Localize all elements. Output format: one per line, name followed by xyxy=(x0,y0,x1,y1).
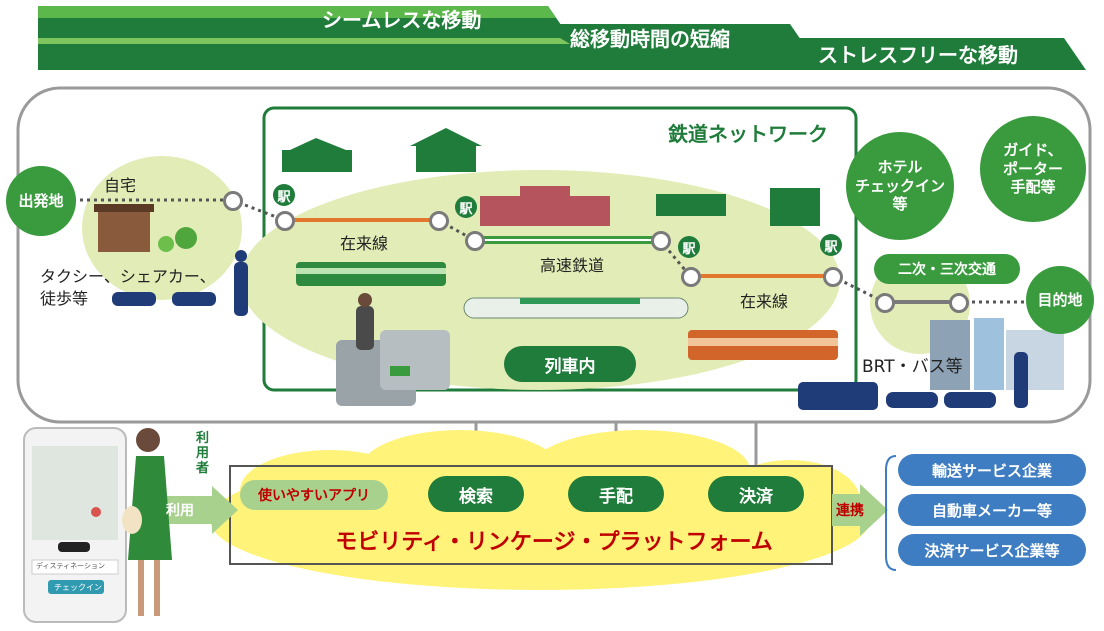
banner-band-1-light xyxy=(38,6,556,18)
station-tag-3: 駅 xyxy=(678,236,700,258)
passenger-icon xyxy=(356,293,374,350)
user-dress xyxy=(128,456,172,560)
station-node-6 xyxy=(823,267,843,287)
house-roof xyxy=(94,204,154,212)
car-icon-2 xyxy=(886,392,938,408)
station-tag-1: 駅 xyxy=(273,184,295,206)
link-arrow xyxy=(832,484,888,536)
station-tag-2: 駅 xyxy=(455,196,477,218)
walker-head xyxy=(235,250,247,262)
origin-modes-label: タクシー、シェアカー、 徒歩等 xyxy=(40,267,216,308)
bus-icon xyxy=(798,382,878,410)
secondary-node-2 xyxy=(949,293,969,313)
phone-field-text: ディスティネーション xyxy=(36,562,105,570)
station-node-3 xyxy=(465,231,485,251)
tree-2 xyxy=(175,227,197,249)
user-label: 利 用 者 xyxy=(196,431,210,476)
banner xyxy=(38,6,1086,70)
building-1 xyxy=(930,320,970,390)
gate-2 xyxy=(380,330,450,390)
tree-1 xyxy=(158,236,174,252)
origin-area xyxy=(82,156,242,300)
easy-app-pill: 使いやすいアプリ xyxy=(240,480,388,510)
partner-payment: 決済サービス企業等 xyxy=(898,534,1086,566)
platform-name: モビリティ・リンケージ・プラットフォーム xyxy=(335,530,773,555)
hotel-checkin-bubble: ホテル チェックイン 等 xyxy=(846,132,954,240)
house-icon xyxy=(94,204,197,252)
conventional-line-label-2: 在来線 xyxy=(740,292,789,311)
user-head xyxy=(136,428,160,452)
shinkansen-stripe xyxy=(520,298,640,304)
arrange-pill: 手配 xyxy=(568,476,664,512)
station-building-1 xyxy=(282,150,352,172)
in-train-pill: 列車内 xyxy=(504,346,636,382)
walker-icon-2 xyxy=(1014,352,1028,408)
phone-button-text: チェックイン xyxy=(54,583,102,592)
passenger-head xyxy=(358,293,372,307)
user-leg-2 xyxy=(154,560,160,616)
partner-transport: 輸送サービス企業 xyxy=(898,454,1086,486)
banner-text-seamless: シームレスな移動 xyxy=(322,7,482,32)
rail-network-title: 鉄道ネットワーク xyxy=(668,122,828,146)
building-2 xyxy=(974,318,1004,390)
gate-light xyxy=(390,366,410,376)
station-node-4 xyxy=(651,231,671,251)
tokyo-station-dome xyxy=(520,186,570,198)
tokyo-station-building xyxy=(480,196,610,226)
secondary-transport-pill: 二次・三次交通 xyxy=(874,254,1020,284)
user-bag xyxy=(122,506,142,534)
car-icon xyxy=(172,292,216,306)
home-node xyxy=(223,191,243,211)
destination-city-icons xyxy=(798,318,1064,410)
train-icons xyxy=(296,262,838,360)
phone-car-icon xyxy=(58,542,90,552)
walker-icon xyxy=(234,262,248,316)
station-roof-1 xyxy=(290,138,346,150)
origin-badge: 出発地 xyxy=(6,166,76,236)
phone-field xyxy=(31,559,119,575)
station-building-2 xyxy=(416,144,476,172)
commuter-train-windows xyxy=(296,268,446,274)
station-node-1 xyxy=(275,211,295,231)
station-node-5 xyxy=(681,267,701,287)
taxi-icon xyxy=(112,292,156,306)
station-building-4 xyxy=(770,188,820,226)
home-label: 自宅 xyxy=(104,176,137,195)
use-arrow-label: 利用 xyxy=(166,503,194,519)
secondary-node-1 xyxy=(875,293,895,313)
phone-map xyxy=(32,446,118,540)
brt-bus-label: BRT・バス等 xyxy=(862,357,963,377)
partner-automaker: 自動車メーカー等 xyxy=(898,494,1086,526)
station-building-3 xyxy=(656,194,726,216)
station-tag-4: 駅 xyxy=(820,234,842,256)
partner-bracket xyxy=(885,455,897,571)
phone-button xyxy=(48,580,104,594)
destination-badge: 目的地 xyxy=(1026,266,1094,334)
payment-pill: 決済 xyxy=(708,476,804,512)
use-arrow xyxy=(162,486,238,534)
car-icon-3 xyxy=(944,392,996,408)
conventional-line-label-1: 在来線 xyxy=(340,234,389,253)
search-pill: 検索 xyxy=(428,476,524,512)
origin-vehicle-icons xyxy=(112,250,248,316)
station-node-2 xyxy=(429,211,449,231)
highspeed-line-label: 高速鉄道 xyxy=(540,256,605,275)
house-body xyxy=(98,210,150,252)
station-roof-2 xyxy=(410,128,482,146)
user-leg-1 xyxy=(138,560,144,616)
station-building-icons xyxy=(282,128,820,226)
guide-porter-bubble: ガイド、 ポーター 手配等 xyxy=(980,116,1086,222)
banner-stripe xyxy=(38,38,570,44)
link-arrow-label: 連携 xyxy=(836,503,864,519)
map-pin-icon xyxy=(91,507,101,517)
banner-text-stressfree: ストレスフリーな移動 xyxy=(818,42,1018,67)
ticket-gate-icon xyxy=(336,330,450,406)
banner-text-time: 総移動時間の短縮 xyxy=(570,26,730,51)
user-figure xyxy=(122,428,172,616)
banner-band-3 xyxy=(38,38,1086,70)
passenger-body xyxy=(356,306,374,350)
local-train-windows xyxy=(688,338,838,346)
